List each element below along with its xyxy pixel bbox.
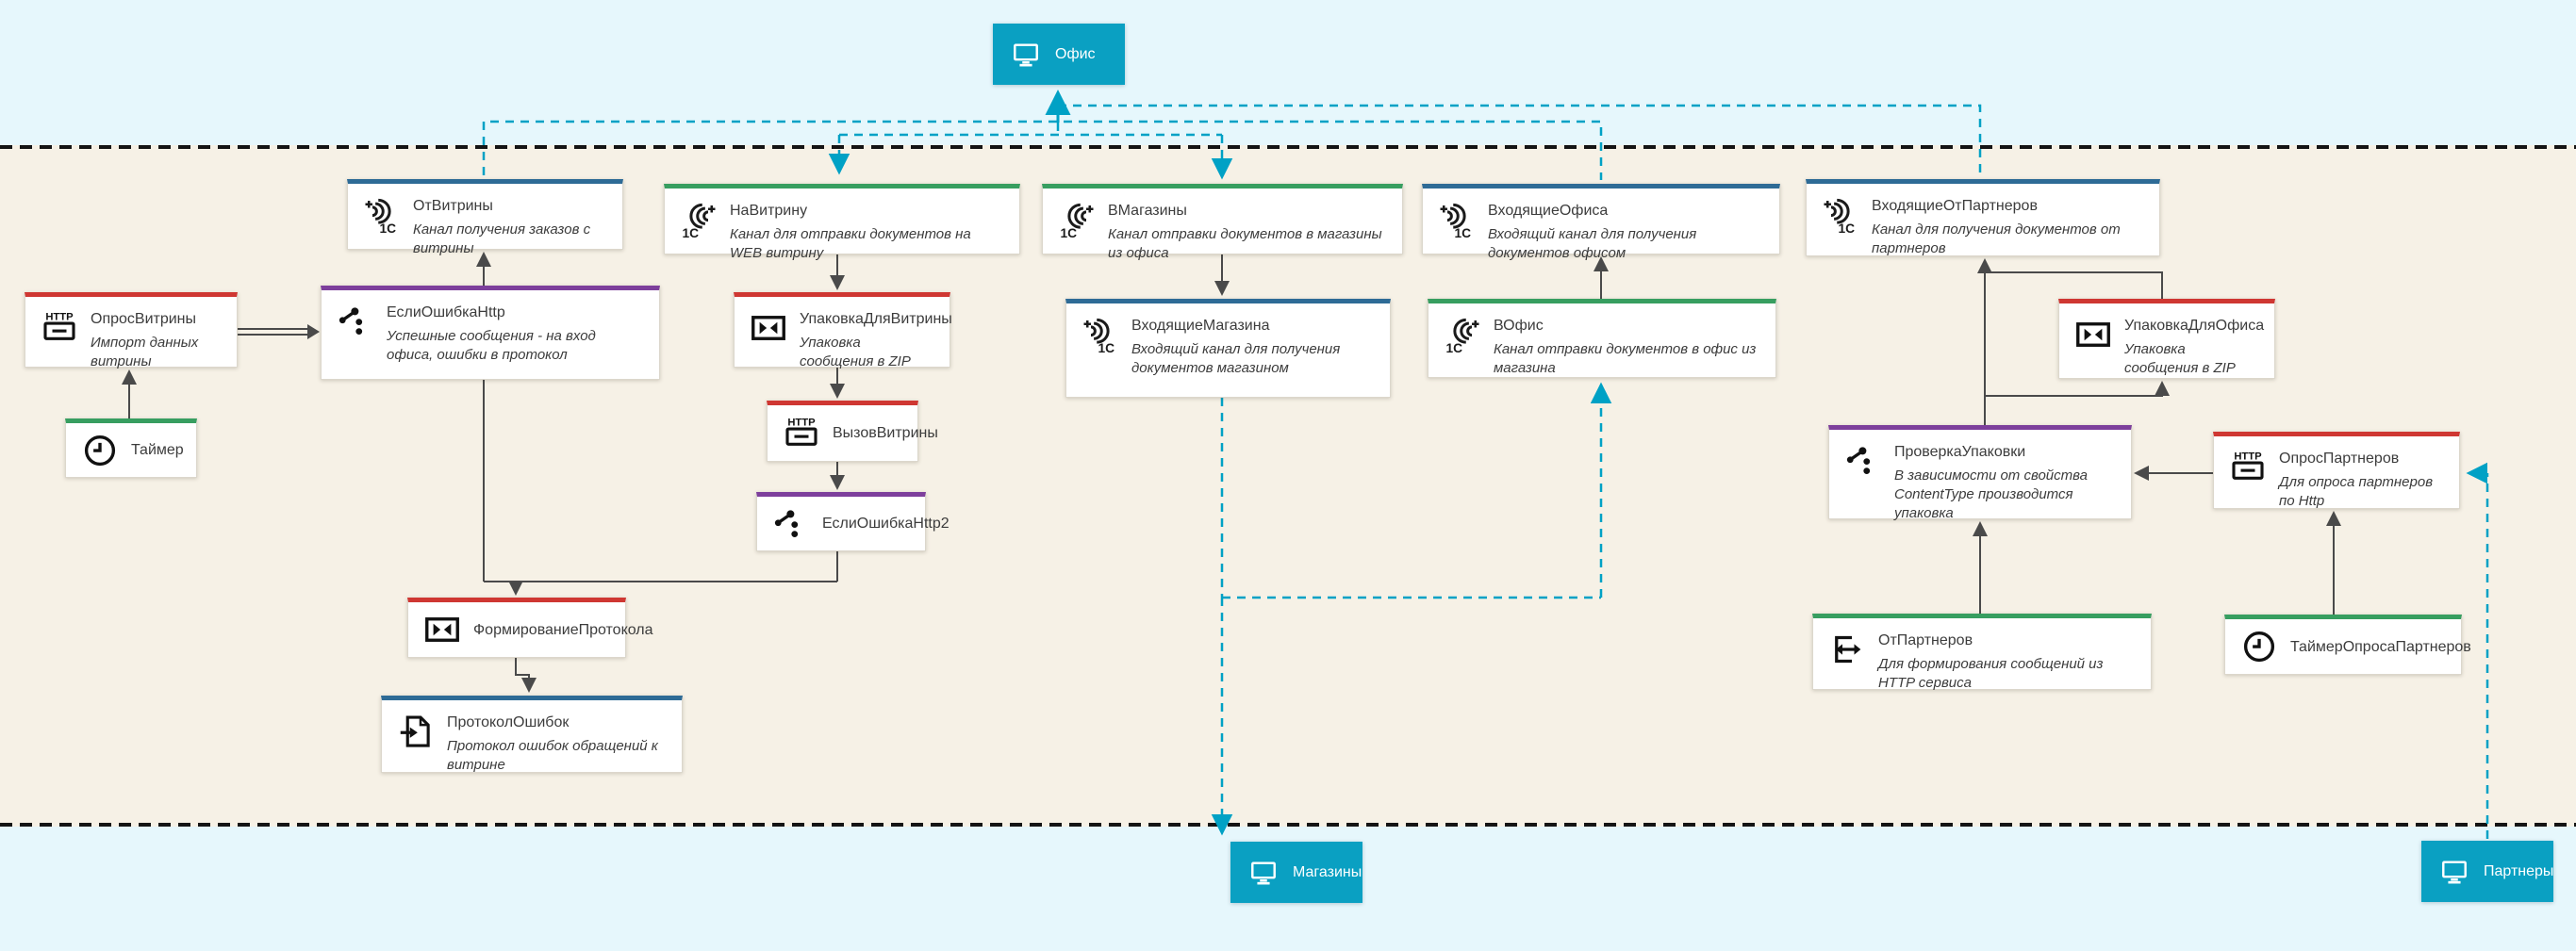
port-io-icon — [1828, 631, 1866, 668]
node-subtitle: Канал отправки документов в офис из мага… — [1494, 341, 1757, 376]
zone-separator-top — [0, 145, 2576, 149]
1c-channel-out-icon — [1058, 201, 1096, 238]
node-ot-partnerov[interactable]: ОтПартнеров Для формирования сообщений и… — [1812, 614, 2152, 691]
branch-icon — [772, 505, 810, 543]
node-title: ФормированиеПротокола — [473, 621, 653, 638]
node-subtitle: Канал получения заказов с витрины — [413, 221, 591, 256]
node-title: ВОфис — [1494, 318, 1544, 334]
http-icon — [2229, 449, 2267, 486]
monitor-icon — [1247, 859, 1280, 887]
zip-icon — [423, 611, 461, 648]
node-upakovka-dlya-vitriny[interactable]: УпаковкаДляВитрины Упаковка сообщения в … — [734, 292, 952, 369]
node-opros-partnerov[interactable]: ОпросПартнеров Для опроса партнеров по H… — [2213, 432, 2460, 509]
node-title: ОпросПартнеров — [2279, 451, 2400, 467]
document-in-icon — [397, 713, 435, 750]
node-title: ВходящиеМагазина — [1131, 318, 1270, 334]
node-subtitle: Упаковка сообщения в ZIP — [800, 335, 911, 369]
node-title: ВходящиеОтПартнеров — [1872, 198, 2038, 214]
node-vhodyaschie-ot-partnerov[interactable]: ВходящиеОтПартнеров Канал для получения … — [1806, 179, 2160, 256]
flow-office-links — [482, 90, 1982, 180]
node-title: ЕслиОшибкаHttp — [387, 304, 505, 320]
node-title: УпаковкаДляВитрины — [800, 311, 952, 327]
node-proverka-upakovki[interactable]: ПроверкаУпаковки В зависимости от свойст… — [1828, 425, 2132, 521]
monitor-icon — [2438, 858, 2470, 886]
1c-channel-out-icon — [680, 201, 718, 238]
node-esli-oshibka-http[interactable]: ЕслиОшибкаHttp Успешные сообщения - на в… — [321, 286, 660, 380]
system-node-shops[interactable]: Магазины — [1230, 842, 1362, 903]
system-node-partners[interactable]: Партнеры — [2421, 841, 2553, 902]
node-subtitle: Канал для отправки документов на WEB вит… — [730, 226, 971, 261]
1c-channel-in-icon — [1082, 316, 1119, 353]
zip-icon — [750, 309, 787, 347]
node-title: ПротоколОшибок — [447, 714, 570, 730]
1c-channel-in-icon — [363, 196, 401, 234]
node-subtitle: Успешные сообщения - на вход офиса, ошиб… — [387, 328, 596, 363]
branch-icon — [337, 303, 374, 340]
node-v-ofis[interactable]: ВОфис Канал отправки документов в офис и… — [1428, 299, 1776, 378]
node-v-magaziny[interactable]: ВМагазины Канал отправки документов в ма… — [1042, 184, 1403, 261]
http-icon — [41, 309, 78, 347]
node-subtitle: Протокол ошибок обращений к витрине — [447, 738, 658, 773]
node-vhodyaschie-ofisa[interactable]: ВходящиеОфиса Входящий канал для получен… — [1422, 184, 1780, 261]
node-title: ВМагазины — [1108, 203, 1187, 219]
node-subtitle: В зависимости от свойства ContentType пр… — [1894, 467, 2088, 521]
node-taymer[interactable]: Таймер — [65, 418, 197, 478]
zip-icon — [2074, 316, 2112, 353]
http-icon — [783, 415, 820, 452]
node-subtitle: Для опроса партнеров по Http — [2279, 474, 2434, 509]
1c-channel-out-icon — [1444, 316, 1481, 353]
node-subtitle: Упаковка сообщения в ZIP — [2124, 341, 2236, 376]
flow-shops-partners-links — [1211, 382, 2489, 839]
system-label: Офис — [1055, 46, 1096, 62]
system-label: Магазины — [1293, 864, 1362, 880]
node-title: ВходящиеОфиса — [1488, 203, 1609, 219]
node-protokol-oshibok[interactable]: ПротоколОшибок Протокол ошибок обращений… — [381, 696, 683, 773]
node-esli-oshibka-http2[interactable]: ЕслиОшибкаHttp2 — [756, 492, 949, 551]
node-title: УпаковкаДляОфиса — [2124, 318, 2265, 334]
node-taymer-oprosa-partnerov[interactable]: ТаймерОпросаПартнеров — [2224, 615, 2471, 675]
node-subtitle: Для формирования сообщений из HTTP серви… — [1878, 656, 2104, 691]
clock-icon — [2240, 628, 2278, 665]
process-links — [122, 252, 2341, 693]
node-subtitle: Входящий канал для получения документов … — [1131, 341, 1341, 376]
1c-channel-in-icon — [1822, 196, 1859, 234]
zone-separator-bottom — [0, 823, 2576, 827]
node-title: ВызовВитрины — [833, 425, 938, 441]
node-opros-vitriny[interactable]: ОпросВитрины Импорт данных витрины — [25, 292, 238, 369]
node-subtitle: Импорт данных витрины — [91, 335, 199, 369]
node-formirovanie-protokola[interactable]: ФормированиеПротокола — [407, 598, 653, 658]
system-node-office[interactable]: Офис — [993, 24, 1125, 85]
node-vyzov-vitriny[interactable]: ВызовВитрины — [767, 401, 938, 462]
node-title: ОтВитрины — [413, 198, 493, 214]
node-ot-vitriny[interactable]: ОтВитрины Канал получения заказов с витр… — [347, 179, 623, 256]
node-vhodyaschie-magazina[interactable]: ВходящиеМагазина Входящий канал для полу… — [1065, 299, 1391, 398]
node-subtitle: Входящий канал для получения документов … — [1488, 226, 1697, 261]
clock-icon — [81, 432, 119, 469]
node-na-vitrinu[interactable]: НаВитрину Канал для отправки документов … — [664, 184, 1020, 261]
branch-icon — [1844, 442, 1882, 480]
node-title: ЕслиОшибкаHttp2 — [822, 516, 949, 532]
node-title: ОпросВитрины — [91, 311, 197, 327]
node-subtitle: Канал для получения документов от партне… — [1872, 221, 2121, 256]
node-title: ПроверкаУпаковки — [1894, 444, 2026, 460]
node-title: ОтПартнеров — [1878, 632, 1973, 648]
node-upakovka-dlya-ofisa[interactable]: УпаковкаДляОфиса Упаковка сообщения в ZI… — [2058, 299, 2275, 379]
1c-channel-in-icon — [1438, 201, 1476, 238]
node-subtitle: Канал отправки документов в магазины из … — [1108, 226, 1382, 261]
monitor-icon — [1010, 41, 1042, 69]
node-title: НаВитрину — [730, 203, 808, 219]
node-title: Таймер — [131, 442, 184, 458]
system-label: Партнеры — [2484, 863, 2554, 879]
node-title: ТаймерОпросаПартнеров — [2290, 638, 2471, 655]
office-zone-band — [0, 0, 2576, 145]
